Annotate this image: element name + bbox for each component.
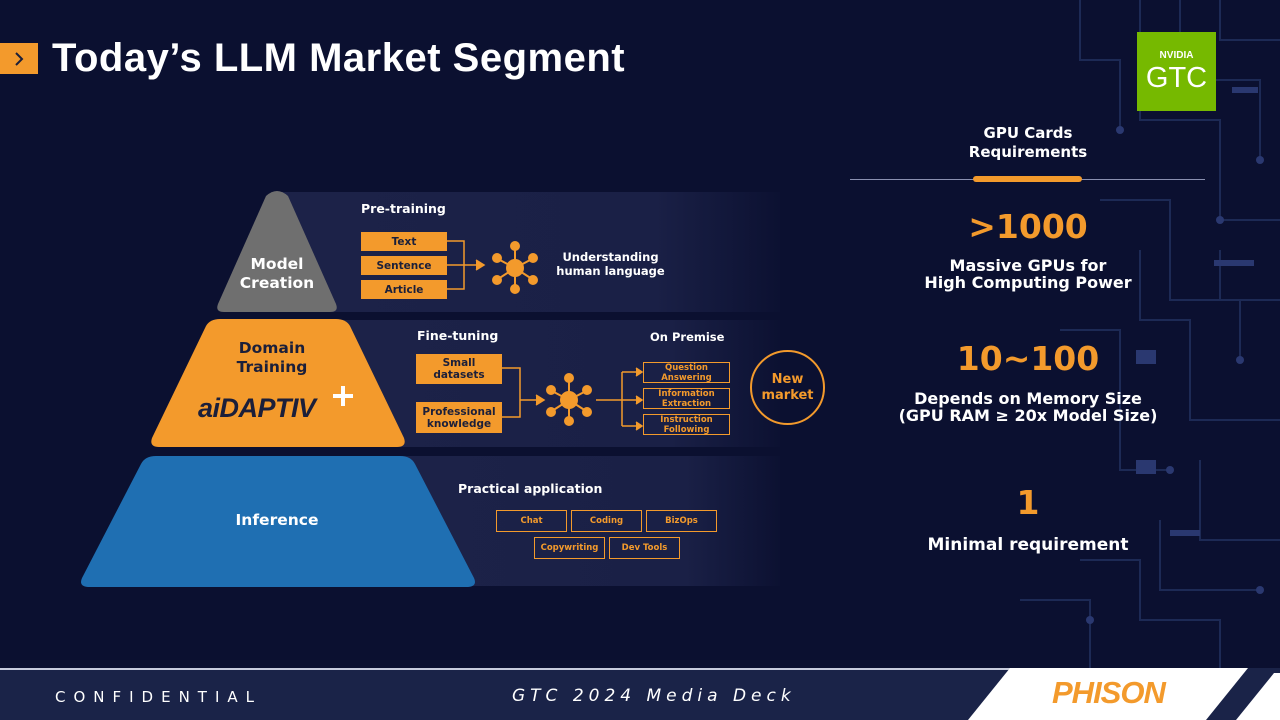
gpu-tier-3-value: 1 — [1016, 483, 1040, 522]
aidaptiv-plus-icon — [333, 386, 353, 406]
inference-label: Inference — [235, 511, 319, 529]
pretraining-tag-article: Article — [361, 280, 447, 299]
on-premise-label: On Premise — [650, 330, 725, 344]
footer-logo-area — [968, 668, 1280, 720]
aidaptiv-logo: aiDAPTIV — [198, 393, 316, 423]
pretraining-tag-text: Text — [361, 232, 447, 251]
finetuning-output-question-answering: Question Answering — [643, 362, 730, 383]
gpu-header-divider-accent — [973, 176, 1082, 182]
gpu-tier-1-description: Massive GPUs for High Computing Power — [924, 256, 1132, 292]
gpu-requirements-header: GPU Cards Requirements — [968, 124, 1088, 161]
finetuning-neural-network-icon — [546, 373, 592, 426]
finetuning-output-instruction-following: Instruction Following — [643, 414, 730, 435]
finetuning-connector-lines — [502, 367, 644, 431]
gpu-tier-3-description: Minimal requirement — [927, 535, 1129, 555]
finetuning-input-professional-knowledge: Professional knowledge — [416, 402, 502, 433]
gtc-logo-text: GTC — [1145, 62, 1208, 94]
circuit-background — [1020, 0, 1280, 668]
pyramid-graphic — [81, 191, 475, 587]
phison-logo: PHISON — [1052, 675, 1166, 710]
app-tag-chat: Chat — [496, 510, 567, 532]
pyramid-top-tier — [217, 191, 337, 312]
domain-training-label: Domain Training — [236, 339, 308, 376]
pyramid-bottom-tier — [81, 456, 475, 587]
pretraining-result: Understanding human language — [556, 250, 665, 278]
neural-network-icon — [492, 241, 538, 294]
app-tag-bizops: BizOps — [646, 510, 717, 532]
pretraining-title: Pre-training — [361, 201, 446, 216]
gpu-tier-1-value: >1000 — [968, 207, 1088, 246]
pretraining-connector-lines — [447, 240, 538, 294]
finetuning-title: Fine-tuning — [417, 328, 499, 343]
nvidia-gtc-logo: NVIDIA GTC — [1137, 32, 1216, 111]
finetuning-input-small-datasets: Small datasets — [416, 354, 502, 384]
finetuning-output-information-extraction: Information Extraction — [643, 388, 730, 409]
footer-divider — [0, 668, 1010, 670]
app-tag-copywriting: Copywriting — [534, 537, 605, 559]
model-creation-label: Model Creation — [239, 255, 315, 292]
app-tag-dev-tools: Dev Tools — [609, 537, 680, 559]
title-chevron-icon — [0, 43, 38, 74]
app-tag-coding: Coding — [571, 510, 642, 532]
deck-title: GTC 2024 Media Deck — [512, 686, 796, 706]
pretraining-tag-sentence: Sentence — [361, 256, 447, 275]
nvidia-logo-text: NVIDIA — [1159, 50, 1194, 61]
confidential-label: CONFIDENTIAL — [55, 688, 263, 706]
new-market-badge: New market — [750, 350, 825, 425]
inference-section-title: Practical application — [458, 481, 603, 496]
finetuning-panel — [340, 320, 780, 447]
pyramid-middle-tier — [151, 319, 405, 447]
gpu-tier-2-value: 10~100 — [956, 339, 1100, 378]
page-title: Today’s LLM Market Segment — [52, 36, 626, 80]
gpu-tier-2-description: Depends on Memory Size (GPU RAM ≥ 20x Mo… — [898, 389, 1158, 425]
